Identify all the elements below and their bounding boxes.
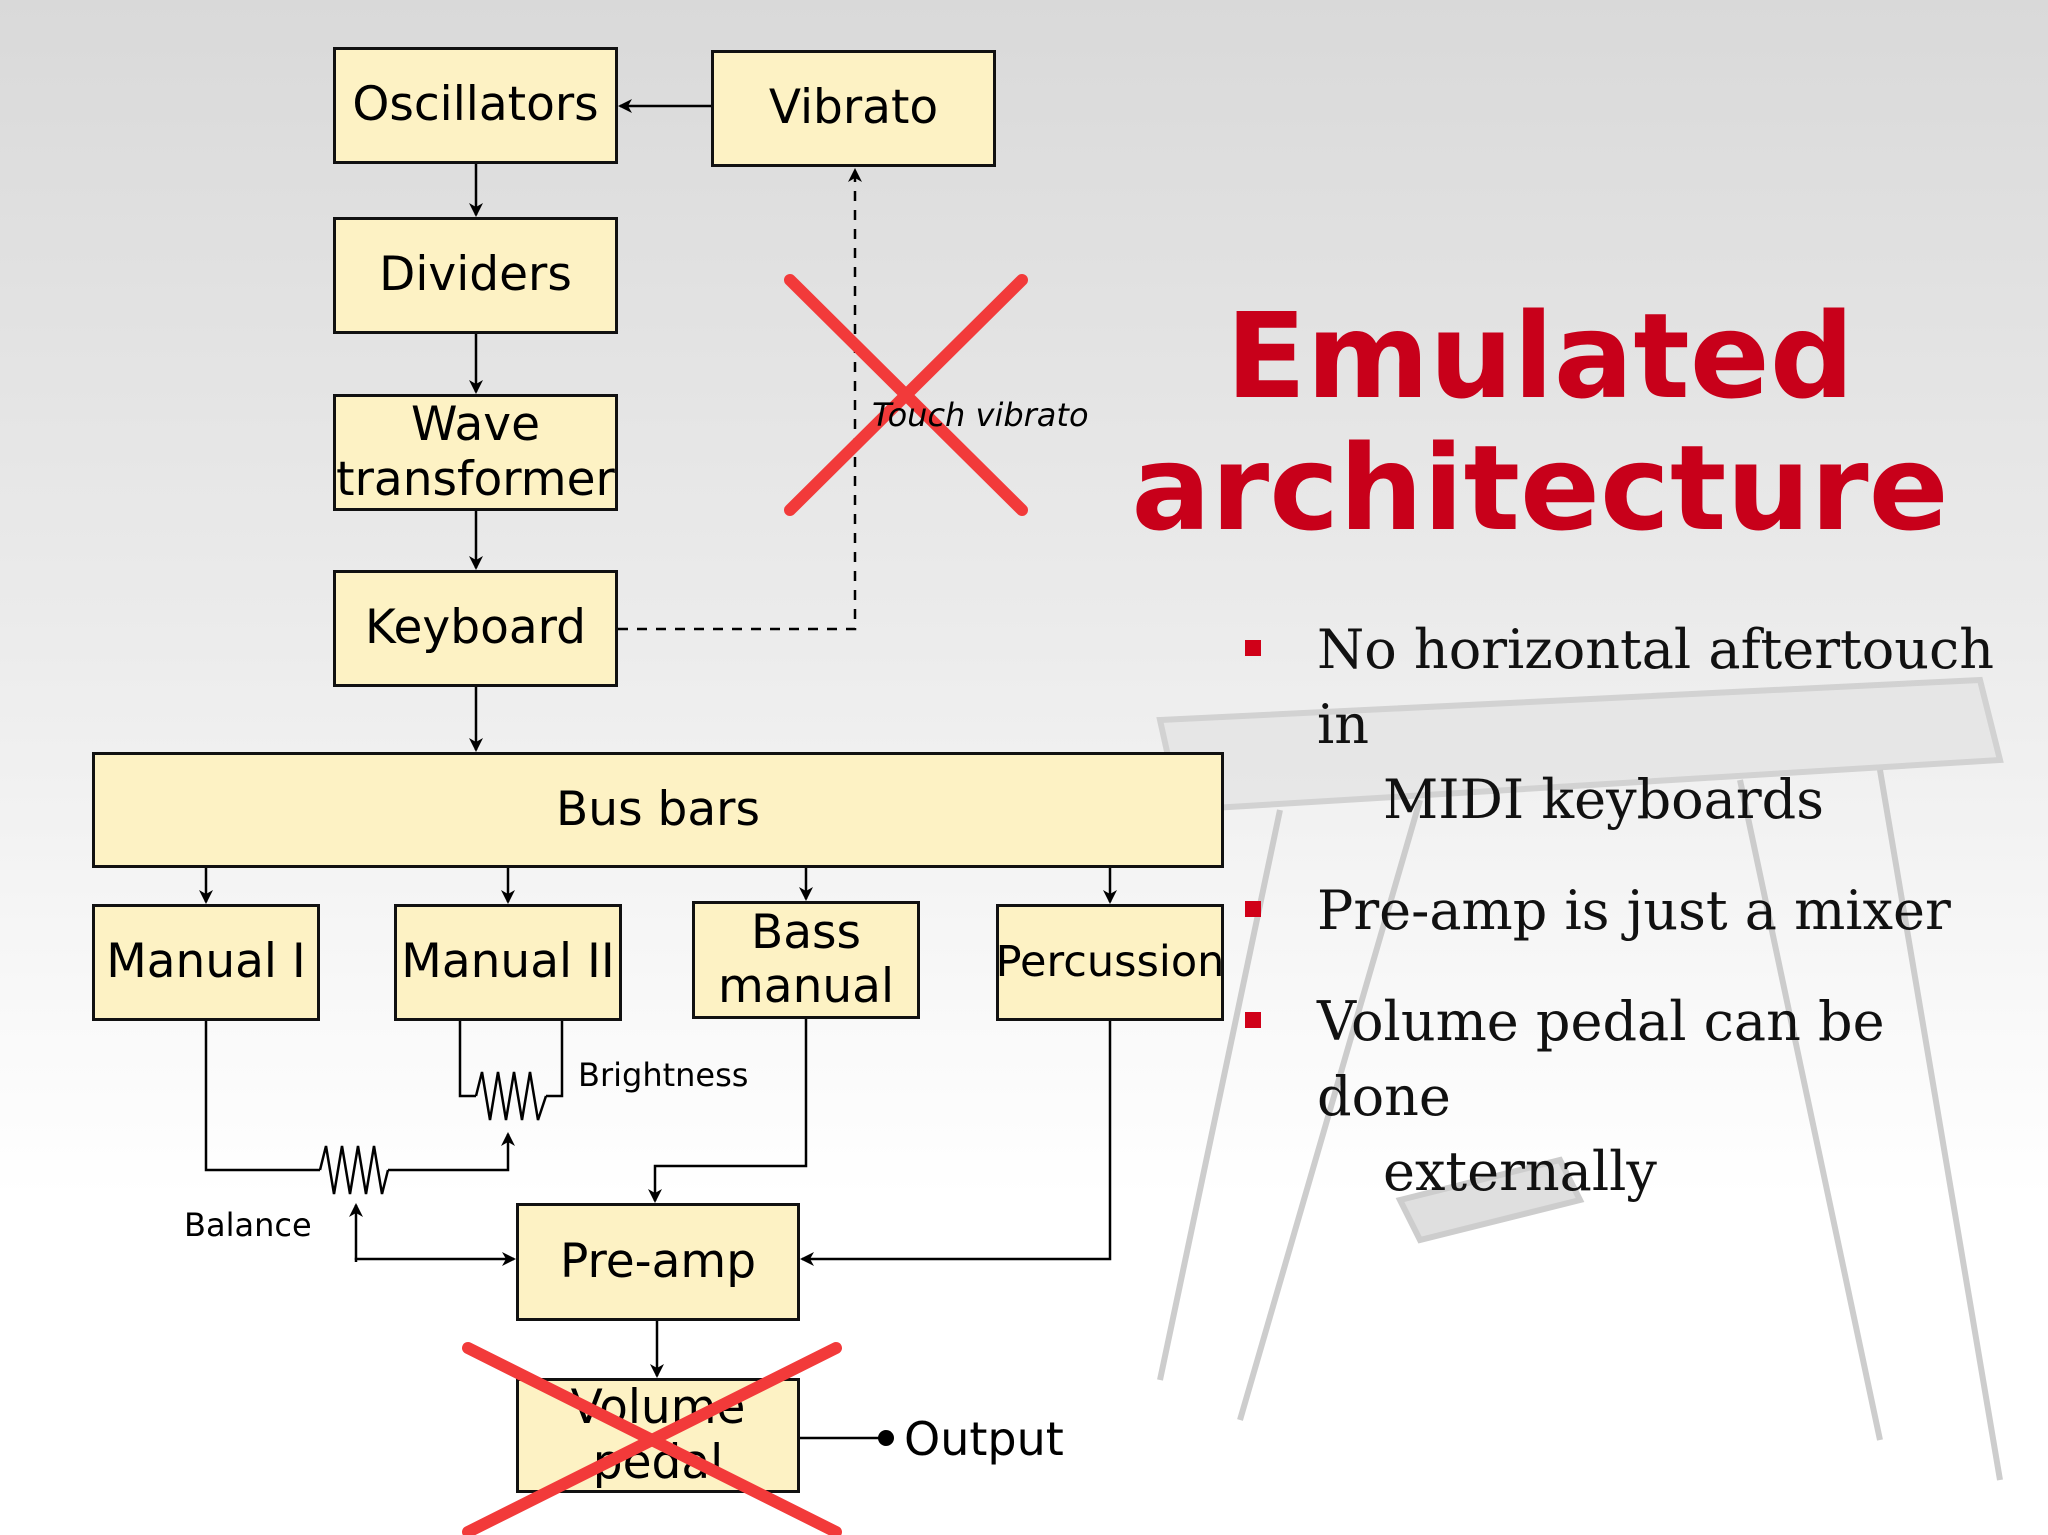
bullet-text: No horizontal aftertouch in: [1317, 618, 1995, 756]
bullet-item: Pre-amp is just a mixer: [1245, 873, 2025, 948]
box-label: Manual I: [106, 934, 306, 990]
bullet-square-icon: [1245, 901, 1261, 917]
output-label: Output: [904, 1412, 1064, 1466]
box-label: Keyboard: [365, 600, 586, 656]
wave-transformer-box: Wave transformer: [333, 394, 618, 511]
box-label: Oscillators: [352, 77, 599, 133]
manual-2-box: Manual II: [394, 904, 622, 1021]
percussion-box: Percussion: [996, 904, 1224, 1021]
box-label: Percussion: [995, 936, 1225, 987]
box-label: Manual II: [401, 934, 615, 990]
box-label: Pre-amp: [559, 1233, 757, 1289]
title-line1: Emulated: [1225, 287, 1855, 425]
cross-out-mark: [462, 274, 1028, 1535]
bullet-text-cont: MIDI keyboards: [1383, 768, 1824, 831]
bass-manual-box: Bass manual: [692, 901, 920, 1019]
bullet-item: Volume pedal can be done externally: [1245, 984, 2025, 1209]
bullet-square-icon: [1245, 1012, 1261, 1028]
box-label-line1: Bass: [750, 904, 862, 960]
bullet-text: Volume pedal can be done: [1317, 990, 1885, 1128]
oscillators-box: Oscillators: [333, 47, 618, 164]
title-line2: architecture: [1131, 419, 1949, 557]
bullet-item: No horizontal aftertouch in MIDI keyboar…: [1245, 612, 2025, 837]
box-label: Dividers: [379, 247, 572, 303]
box-label: Vibrato: [768, 80, 939, 136]
slide-title: Emulated architecture: [1110, 290, 1970, 554]
bus-bars-box: Bus bars: [92, 752, 1224, 868]
box-label: Bus bars: [556, 781, 760, 837]
balance-label: Balance: [184, 1206, 312, 1244]
box-label-line1: Wave: [411, 397, 540, 453]
dividers-box: Dividers: [333, 217, 618, 334]
bullet-text: Pre-amp is just a mixer: [1317, 879, 1951, 942]
bullet-square-icon: [1245, 640, 1261, 656]
vibrato-box: Vibrato: [711, 50, 996, 167]
bullet-text-cont: externally: [1383, 1140, 1657, 1203]
box-label-line2: manual: [717, 959, 895, 1014]
pre-amp-box: Pre-amp: [516, 1203, 800, 1321]
box-label-line2: transformer: [336, 451, 615, 507]
manual-1-box: Manual I: [92, 904, 320, 1021]
brightness-label: Brightness: [578, 1056, 749, 1094]
keyboard-box: Keyboard: [333, 570, 618, 687]
touch-vibrato-label: Touch vibrato: [872, 396, 1089, 434]
bullet-list: No horizontal aftertouch in MIDI keyboar…: [1245, 612, 2025, 1245]
